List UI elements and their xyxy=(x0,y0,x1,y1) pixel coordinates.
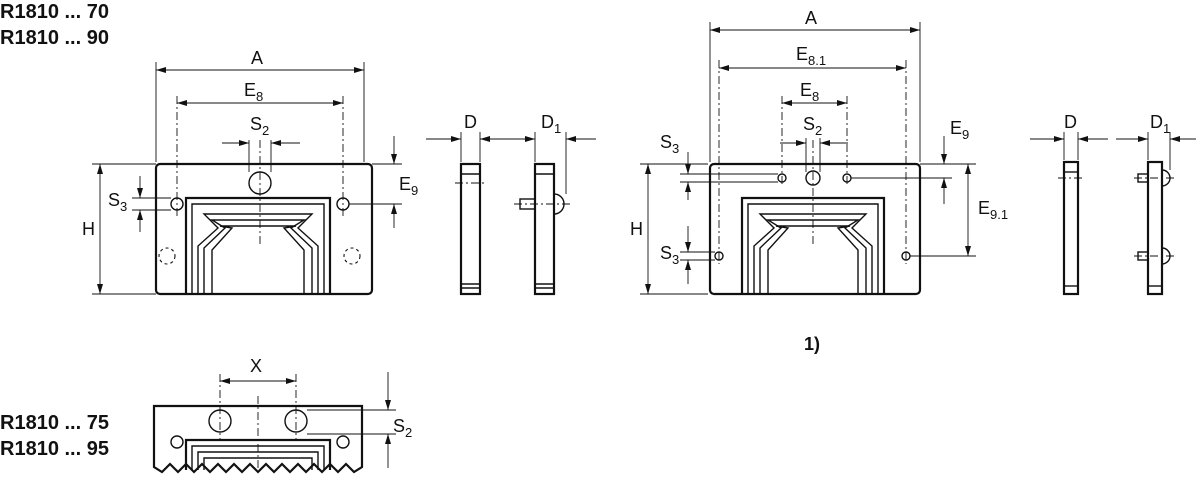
dim-S2-right: S2 xyxy=(803,114,822,138)
rail-contour-a xyxy=(197,213,319,294)
dim-H-left: H xyxy=(82,219,95,239)
side-plate-nipple xyxy=(533,162,556,296)
mount-hole-bottom-right xyxy=(336,435,350,449)
front-view-right: A E8.1 E8 S2 S3 S3 H xyxy=(630,8,1008,296)
hidden-hole-left xyxy=(158,247,176,265)
dim-X: X xyxy=(250,356,262,376)
rail-contour-c xyxy=(211,225,305,294)
dim-D-left: D xyxy=(464,112,477,132)
dim-S3-upper: S3 xyxy=(660,132,679,156)
model-code-r1810-95: R1810 ... 95 xyxy=(0,438,109,460)
dim-S2-left: S2 xyxy=(250,114,269,138)
dim-D-right: D xyxy=(1064,112,1077,132)
block-outline-variant xyxy=(708,162,922,296)
dim-S3-lower: S3 xyxy=(660,243,679,267)
model-code-r1810-70: R1810 ... 70 xyxy=(0,1,109,23)
side-view-D-right: D xyxy=(1030,112,1108,296)
rail-contour-b xyxy=(203,219,313,294)
side-plate xyxy=(459,162,482,296)
dim-E81-right: E8.1 xyxy=(796,44,826,68)
hidden-hole-right xyxy=(343,247,361,265)
dim-A-left: A xyxy=(251,48,263,68)
model-code-r1810-90: R1810 ... 90 xyxy=(0,27,109,49)
dim-H-right: H xyxy=(630,219,643,239)
side-view-D-left: D xyxy=(426,112,510,296)
dim-E9-left: E9 xyxy=(399,174,418,198)
dim-E8-left: E8 xyxy=(244,80,263,104)
block-outline xyxy=(154,162,374,296)
footnote-marker: 1) xyxy=(804,334,820,354)
side-plate-nipple-right xyxy=(1146,160,1164,296)
dim-S2-bottom: S2 xyxy=(393,416,412,440)
dim-E91-right: E9.1 xyxy=(978,198,1008,222)
front-view-bottom: X S2 xyxy=(152,356,412,474)
rail-profile-outer-variant xyxy=(740,196,886,294)
side-view-D1-left: D1 xyxy=(503,112,596,296)
rail-profile-inner xyxy=(191,203,325,294)
dim-A-right: A xyxy=(805,8,817,28)
front-view-left: A E8 S2 H S3 E9 xyxy=(82,48,418,296)
dim-E8-right: E8 xyxy=(800,80,819,104)
side-plate-right xyxy=(1062,160,1080,296)
dim-E9-right: E9 xyxy=(950,118,969,142)
rail-profile-outer xyxy=(184,196,332,294)
mount-hole-bottom-left xyxy=(170,435,184,449)
dim-S3-left: S3 xyxy=(108,190,127,214)
dim-D1-right: D1 xyxy=(1150,112,1170,136)
model-code-r1810-75: R1810 ... 75 xyxy=(0,412,109,434)
dim-D1-left: D1 xyxy=(541,112,561,136)
side-view-D1-right: D1 xyxy=(1116,112,1196,296)
